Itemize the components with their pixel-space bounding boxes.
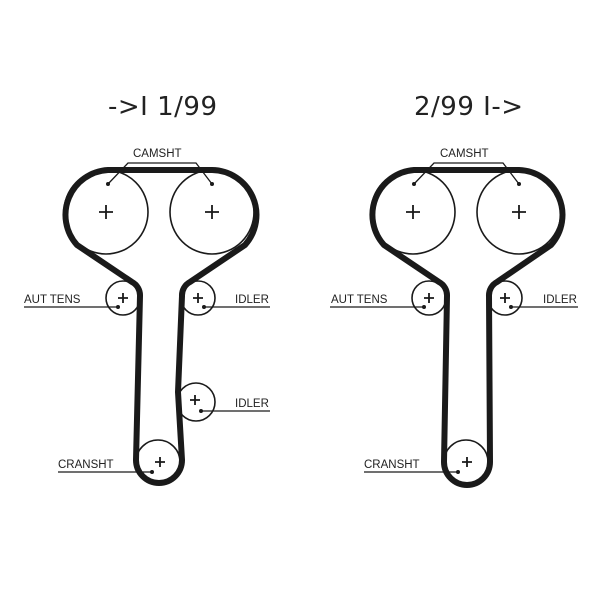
left-label-idler-upper: IDLER	[235, 294, 269, 306]
left-cam-pulley-2	[169, 169, 255, 255]
diagram-title-left: ->I 1/99	[108, 92, 218, 122]
right-label-idler-upper: IDLER	[543, 294, 577, 306]
diagram-title-right: 2/99 I->	[414, 92, 524, 122]
right-idler-upper-pulley	[487, 280, 523, 316]
left-timing-belt	[62, 167, 260, 486]
right-tensioner-pulley	[411, 280, 447, 316]
left-crank-pulley	[135, 439, 181, 485]
left-label-idler-lower: IDLER	[235, 398, 269, 410]
left-label-tensioner: AUT TENS	[24, 294, 81, 306]
left-leader-lines	[24, 162, 270, 473]
left-center-marks	[99, 205, 219, 467]
right-leader-lines	[330, 162, 578, 473]
left-label-camshaft: CAMSHT	[133, 148, 182, 160]
right-crank-pulley	[443, 439, 489, 485]
left-idler-lower-pulley	[176, 382, 216, 422]
left-belt-diagram: CAMSHT AUT TENS IDLER IDLER CRANSHT	[24, 148, 270, 486]
right-cam-pulley-1	[370, 169, 456, 255]
left-label-crankshaft: CRANSHT	[58, 459, 114, 471]
right-label-camshaft: CAMSHT	[440, 148, 489, 160]
left-tensioner-pulley	[105, 280, 141, 316]
right-label-tensioner: AUT TENS	[331, 294, 388, 306]
right-center-marks	[406, 205, 526, 467]
right-label-crankshaft: CRANSHT	[364, 459, 420, 471]
left-idler-upper-pulley	[180, 280, 216, 316]
left-cam-pulley-1	[63, 169, 149, 255]
right-cam-pulley-2	[476, 169, 562, 255]
right-belt-diagram: CAMSHT AUT TENS IDLER CRANSHT	[330, 148, 578, 488]
right-leader-dots	[412, 182, 521, 474]
right-timing-belt	[369, 167, 566, 488]
left-leader-dots	[106, 182, 214, 474]
